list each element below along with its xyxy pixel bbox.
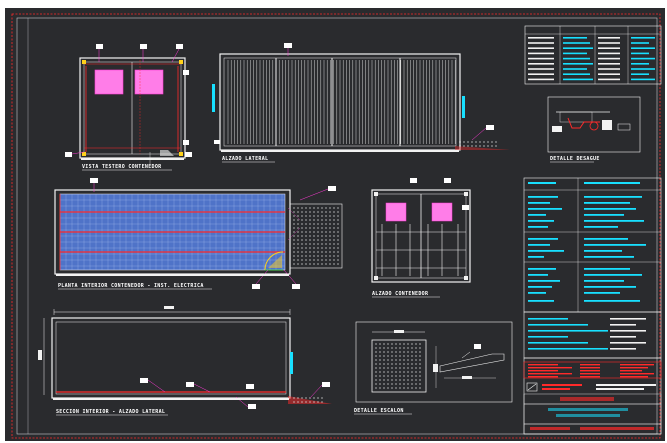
plan-view-title: PLANTA INTERIOR CONTENEDOR - INST. ELECT… xyxy=(58,283,204,289)
detail-drain: DETALLE DESAGUE xyxy=(547,96,641,163)
title-block xyxy=(523,357,662,435)
section-view: SECCION INTERIOR - ALZADO LATERAL xyxy=(38,306,332,416)
end-elevation-title: ALZADO CONTENEDOR xyxy=(372,291,429,297)
step-detail-title: DETALLE ESCALON xyxy=(354,408,404,414)
specs-table-top xyxy=(524,25,662,85)
front-view-title: VISTA TESTERO CONTENEDOR xyxy=(82,164,162,170)
section-view-title: SECCION INTERIOR - ALZADO LATERAL xyxy=(56,409,165,415)
detail-step: DETALLE ESCALON xyxy=(354,321,513,415)
inner-frame xyxy=(16,17,658,435)
side-elevation: ALZADO LATERAL xyxy=(212,43,510,163)
plan-view: PLANTA INTERIOR CONTENEDOR - INST. ELECT… xyxy=(54,178,343,290)
side-view-title: ALZADO LATERAL xyxy=(222,156,268,162)
outer-border xyxy=(11,13,661,439)
drain-detail-title: DETALLE DESAGUE xyxy=(550,156,600,162)
specs-table-middle xyxy=(523,177,662,359)
end-elevation: ALZADO CONTENEDOR xyxy=(371,178,471,298)
front-view: VISTA TESTERO CONTENEDOR xyxy=(65,44,192,171)
